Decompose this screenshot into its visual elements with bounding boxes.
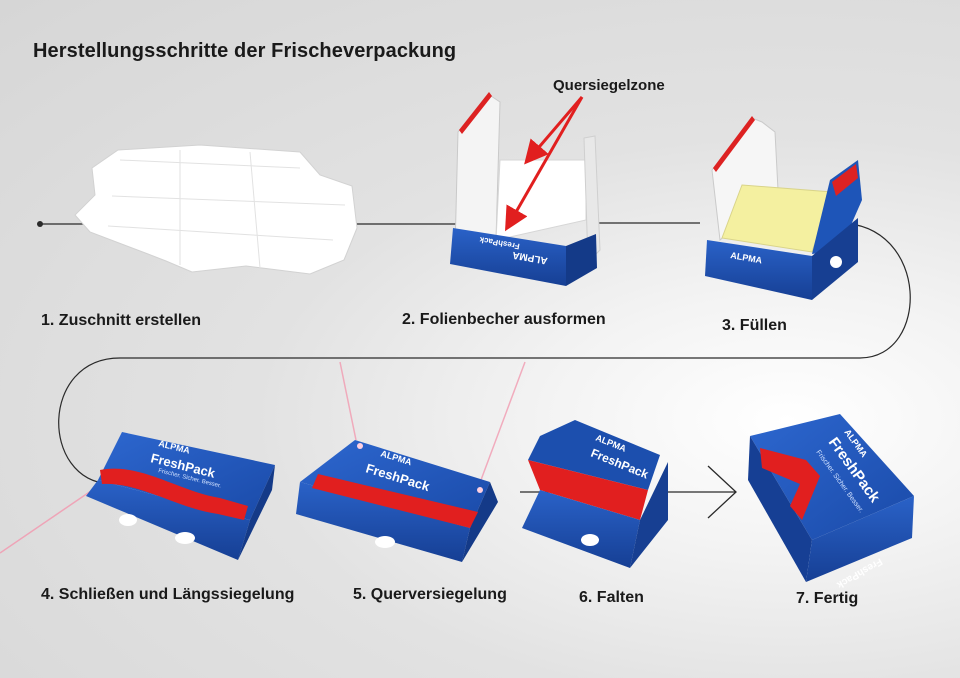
step7-finished-illustration: ALPMA FreshPack Frischer. Sicher. Besser… (748, 414, 914, 590)
diagram-title: Herstellungsschritte der Frischeverpacku… (33, 40, 457, 62)
step-label-5: 5. Querversiegelung (353, 586, 507, 603)
callout-label: Quersiegelzone (553, 77, 665, 94)
step3-filled-illustration: ALPMA (705, 116, 862, 300)
step-label-2: 2. Folienbecher ausformen (402, 311, 606, 328)
step4-sealed-illustration: ALPMA FreshPack Frischer. Sicher. Besser… (0, 432, 275, 560)
step-label-4: 4. Schließen und Längssiegelung (41, 586, 295, 603)
step2-cup-illustration: ALPMA FreshPack (450, 92, 601, 286)
step5-crossseal-illustration: ALPMA FreshPack (296, 361, 526, 562)
quersiegelzone-arrows (505, 96, 584, 232)
path-arrowhead (707, 465, 737, 519)
step1-blank-illustration (74, 144, 358, 275)
step-label-3: 3. Füllen (722, 317, 787, 334)
step-label-1: 1. Zuschnitt erstellen (41, 312, 202, 329)
step6-folding-illustration: ALPMA FreshPack (522, 420, 668, 568)
step-label-6: 6. Falten (579, 589, 644, 606)
step-label-7: 7. Fertig (796, 590, 859, 607)
